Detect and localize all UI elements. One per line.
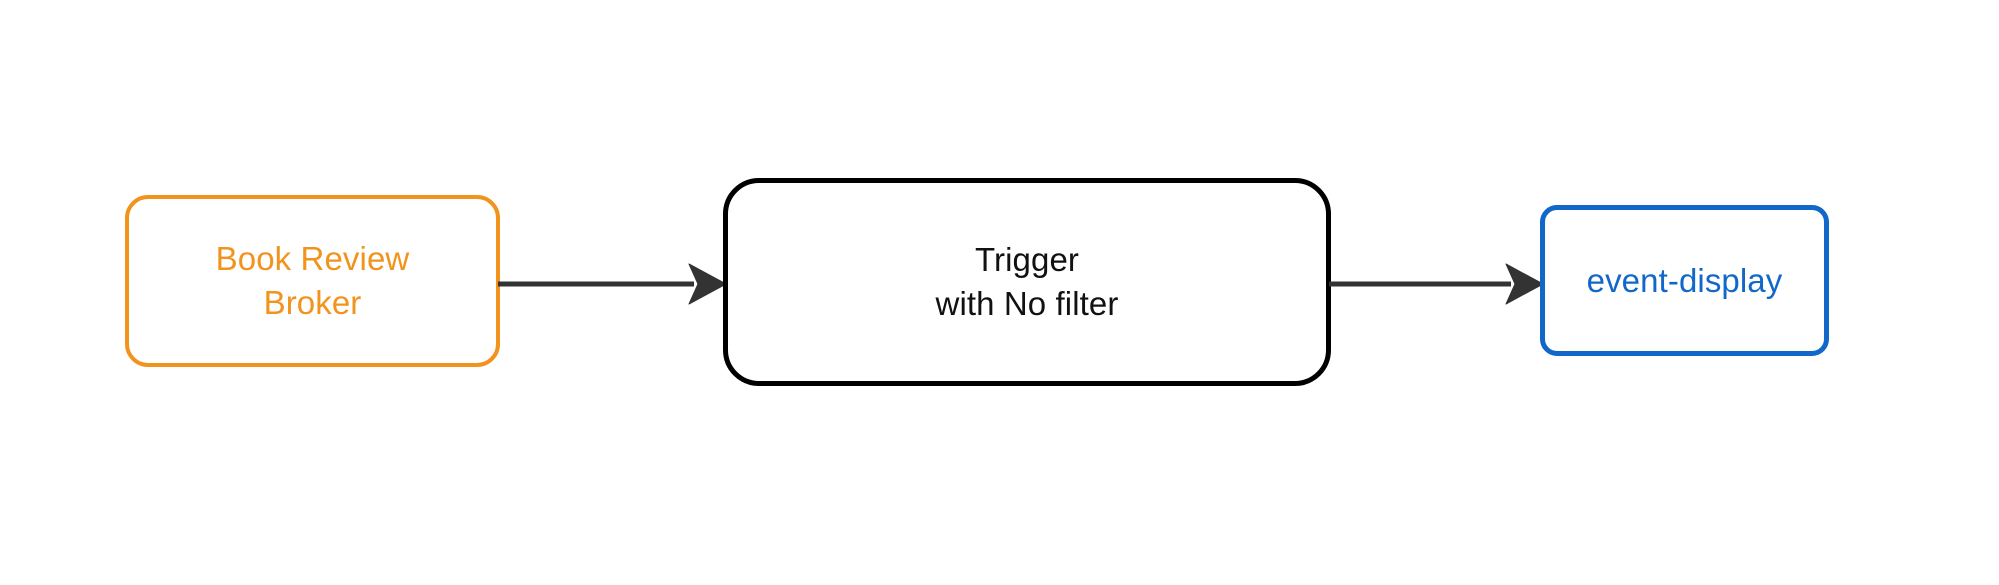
- edge-trigger-to-event-display: [1329, 263, 1544, 305]
- edge-broker-to-trigger: [498, 263, 727, 305]
- node-event-display-label: event-display: [1586, 261, 1783, 299]
- node-broker-label: Book Review Broker: [215, 240, 410, 321]
- node-book-review-broker[interactable]: Book Review Broker: [125, 195, 500, 367]
- arrowhead-icon: [1505, 263, 1544, 305]
- arrowhead-icon: [688, 263, 727, 305]
- node-event-display[interactable]: event-display: [1540, 205, 1829, 356]
- node-trigger-label: Trigger with No filter: [935, 241, 1119, 322]
- node-trigger-with-no-filter[interactable]: Trigger with No filter: [723, 178, 1331, 386]
